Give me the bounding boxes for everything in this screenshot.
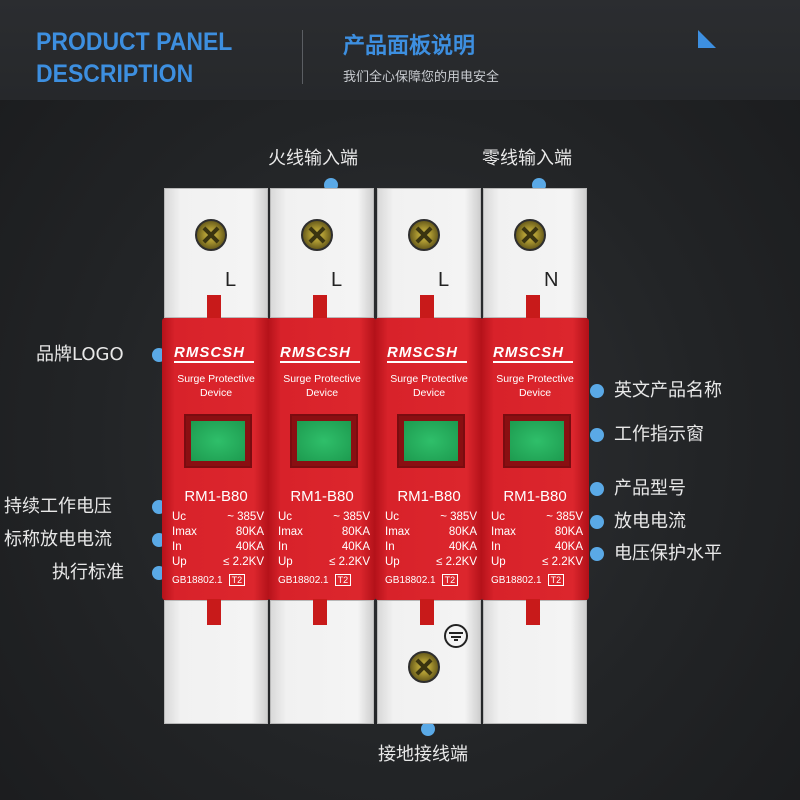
model-number: RM1-B80 bbox=[503, 488, 567, 505]
logo-underline bbox=[387, 361, 467, 363]
ground-screw-icon bbox=[408, 651, 440, 683]
label-live-input: 火线输入端 bbox=[268, 148, 358, 169]
corner-arrow-icon bbox=[698, 30, 716, 48]
device-module-2: L RMSCSH Surge Protective Device RM1-B80… bbox=[268, 188, 376, 724]
top-slot bbox=[207, 295, 221, 321]
model-number: RM1-B80 bbox=[397, 488, 461, 505]
module-bottom-housing bbox=[377, 599, 481, 724]
header-bar: PRODUCT PANEL DESCRIPTION 产品面板说明 我们全心保障您… bbox=[0, 0, 800, 100]
header-divider bbox=[302, 30, 303, 84]
label-english-name: 英文产品名称 bbox=[614, 380, 722, 401]
dot-english-name bbox=[590, 384, 604, 398]
label-protection-level: 电压保护水平 bbox=[614, 543, 722, 564]
module-red-face: RMSCSH Surge Protective Device RM1-B80 U… bbox=[162, 318, 270, 600]
product-name: Surge Protective Device bbox=[177, 373, 255, 399]
spec-row: Uc~ 385V bbox=[491, 511, 583, 523]
dot-ground-terminal bbox=[421, 722, 435, 736]
label-brand-logo: 品牌LOGO bbox=[36, 344, 124, 365]
terminal-screw-icon bbox=[195, 219, 227, 251]
model-number: RM1-B80 bbox=[184, 488, 248, 505]
product-name: Surge Protective Device bbox=[496, 373, 574, 399]
spec-row: Up≤ 2.2KV bbox=[172, 556, 264, 568]
module-bottom-housing bbox=[270, 599, 374, 724]
brand-logo: RMSCSH bbox=[493, 344, 565, 361]
dot-model bbox=[590, 482, 604, 496]
spec-row: Uc~ 385V bbox=[172, 511, 264, 523]
status-window bbox=[503, 414, 571, 468]
module-red-face: RMSCSH Surge Protective Device RM1-B80 U… bbox=[375, 318, 483, 600]
top-slot bbox=[526, 295, 540, 321]
label-ground-terminal: 接地接线端 bbox=[378, 744, 468, 765]
label-standard: 执行标准 bbox=[52, 562, 124, 583]
label-neutral-input: 零线输入端 bbox=[482, 148, 572, 169]
terminal-label: L bbox=[438, 269, 450, 291]
spec-row: Uc~ 385V bbox=[385, 511, 477, 523]
device-module-4: N RMSCSH Surge Protective Device RM1-B80… bbox=[481, 188, 589, 724]
product-name: Surge Protective Device bbox=[283, 373, 361, 399]
module-top-housing: L bbox=[164, 188, 268, 321]
terminal-screw-icon bbox=[514, 219, 546, 251]
device-module-3: L RMSCSH Surge Protective Device RM1-B80… bbox=[375, 188, 483, 724]
label-discharge-current: 放电电流 bbox=[614, 511, 686, 532]
logo-underline bbox=[174, 361, 254, 363]
bottom-slot bbox=[526, 599, 540, 625]
label-nominal-discharge: 标称放电电流 bbox=[4, 529, 112, 550]
dot-discharge-current bbox=[590, 515, 604, 529]
module-bottom-housing bbox=[483, 599, 587, 724]
top-slot bbox=[313, 295, 327, 321]
bottom-slot bbox=[207, 599, 221, 625]
brand-logo: RMSCSH bbox=[280, 344, 352, 361]
brand-logo: RMSCSH bbox=[174, 344, 246, 361]
chinese-title: 产品面板说明 bbox=[343, 34, 476, 59]
brand-logo: RMSCSH bbox=[387, 344, 459, 361]
module-top-housing: N bbox=[483, 188, 587, 321]
product-name: Surge Protective Device bbox=[390, 373, 468, 399]
model-number: RM1-B80 bbox=[290, 488, 354, 505]
status-window bbox=[397, 414, 465, 468]
status-window bbox=[290, 414, 358, 468]
module-top-housing: L bbox=[377, 188, 481, 321]
ground-symbol-icon bbox=[444, 624, 468, 648]
status-window bbox=[184, 414, 252, 468]
module-bottom-housing bbox=[164, 599, 268, 724]
spec-row: Up≤ 2.2KV bbox=[278, 556, 370, 568]
english-title: PRODUCT PANEL DESCRIPTION bbox=[36, 28, 233, 88]
logo-underline bbox=[493, 361, 573, 363]
chinese-subtitle: 我们全心保障您的用电安全 bbox=[343, 70, 500, 85]
terminal-label: L bbox=[331, 269, 343, 291]
module-red-face: RMSCSH Surge Protective Device RM1-B80 U… bbox=[481, 318, 589, 600]
bottom-slot bbox=[313, 599, 327, 625]
terminal-screw-icon bbox=[408, 219, 440, 251]
spec-row: Uc~ 385V bbox=[278, 511, 370, 523]
terminal-label: N bbox=[544, 269, 559, 291]
module-top-housing: L bbox=[270, 188, 374, 321]
terminal-label: L bbox=[225, 269, 237, 291]
top-slot bbox=[420, 295, 434, 321]
terminal-screw-icon bbox=[301, 219, 333, 251]
logo-underline bbox=[280, 361, 360, 363]
spec-row: Up≤ 2.2KV bbox=[491, 556, 583, 568]
module-red-face: RMSCSH Surge Protective Device RM1-B80 U… bbox=[268, 318, 376, 600]
device-module-1: L RMSCSH Surge Protective Device RM1-B80… bbox=[162, 188, 270, 724]
label-model: 产品型号 bbox=[614, 478, 686, 499]
bottom-slot bbox=[420, 599, 434, 625]
label-continuous-voltage: 持续工作电压 bbox=[4, 496, 112, 517]
spec-row: Up≤ 2.2KV bbox=[385, 556, 477, 568]
dot-protection-level bbox=[590, 547, 604, 561]
dot-work-window bbox=[590, 428, 604, 442]
label-work-window: 工作指示窗 bbox=[614, 424, 704, 445]
